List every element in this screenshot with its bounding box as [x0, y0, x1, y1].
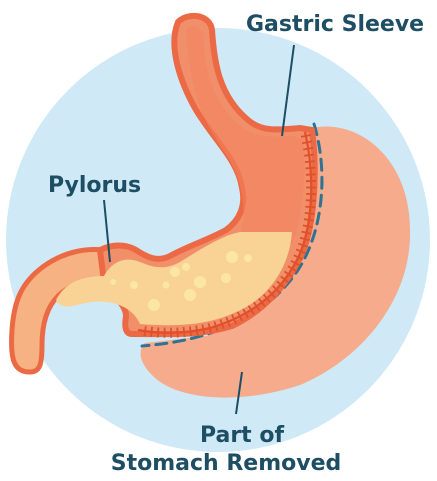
staple-mark: [184, 327, 185, 337]
food-particle: [194, 276, 206, 288]
staple-mark: [190, 327, 191, 337]
removed-part-label-line1: Part of: [200, 423, 285, 448]
food-particle: [221, 273, 231, 283]
staple-mark: [305, 213, 315, 214]
staple-mark: [158, 328, 159, 338]
staple-mark: [305, 161, 315, 162]
staple-mark: [177, 328, 178, 338]
staple-mark: [306, 174, 316, 175]
food-particle: [163, 282, 170, 289]
staple-mark: [306, 168, 316, 169]
food-particle: [182, 263, 190, 271]
food-particle: [130, 281, 138, 289]
staple-mark: [305, 207, 315, 208]
food-particle: [110, 279, 116, 285]
food-particle: [184, 289, 196, 301]
gastric-sleeve-label: Gastric Sleeve: [246, 12, 424, 37]
food-particle: [244, 254, 252, 262]
staple-mark: [151, 327, 152, 337]
staple-mark: [306, 200, 316, 201]
food-particle: [170, 267, 180, 277]
food-particle: [148, 299, 160, 311]
food-particle: [226, 251, 238, 263]
removed-part-label-line2: Stomach Removed: [111, 451, 342, 476]
pylorus-label: Pylorus: [48, 173, 141, 198]
